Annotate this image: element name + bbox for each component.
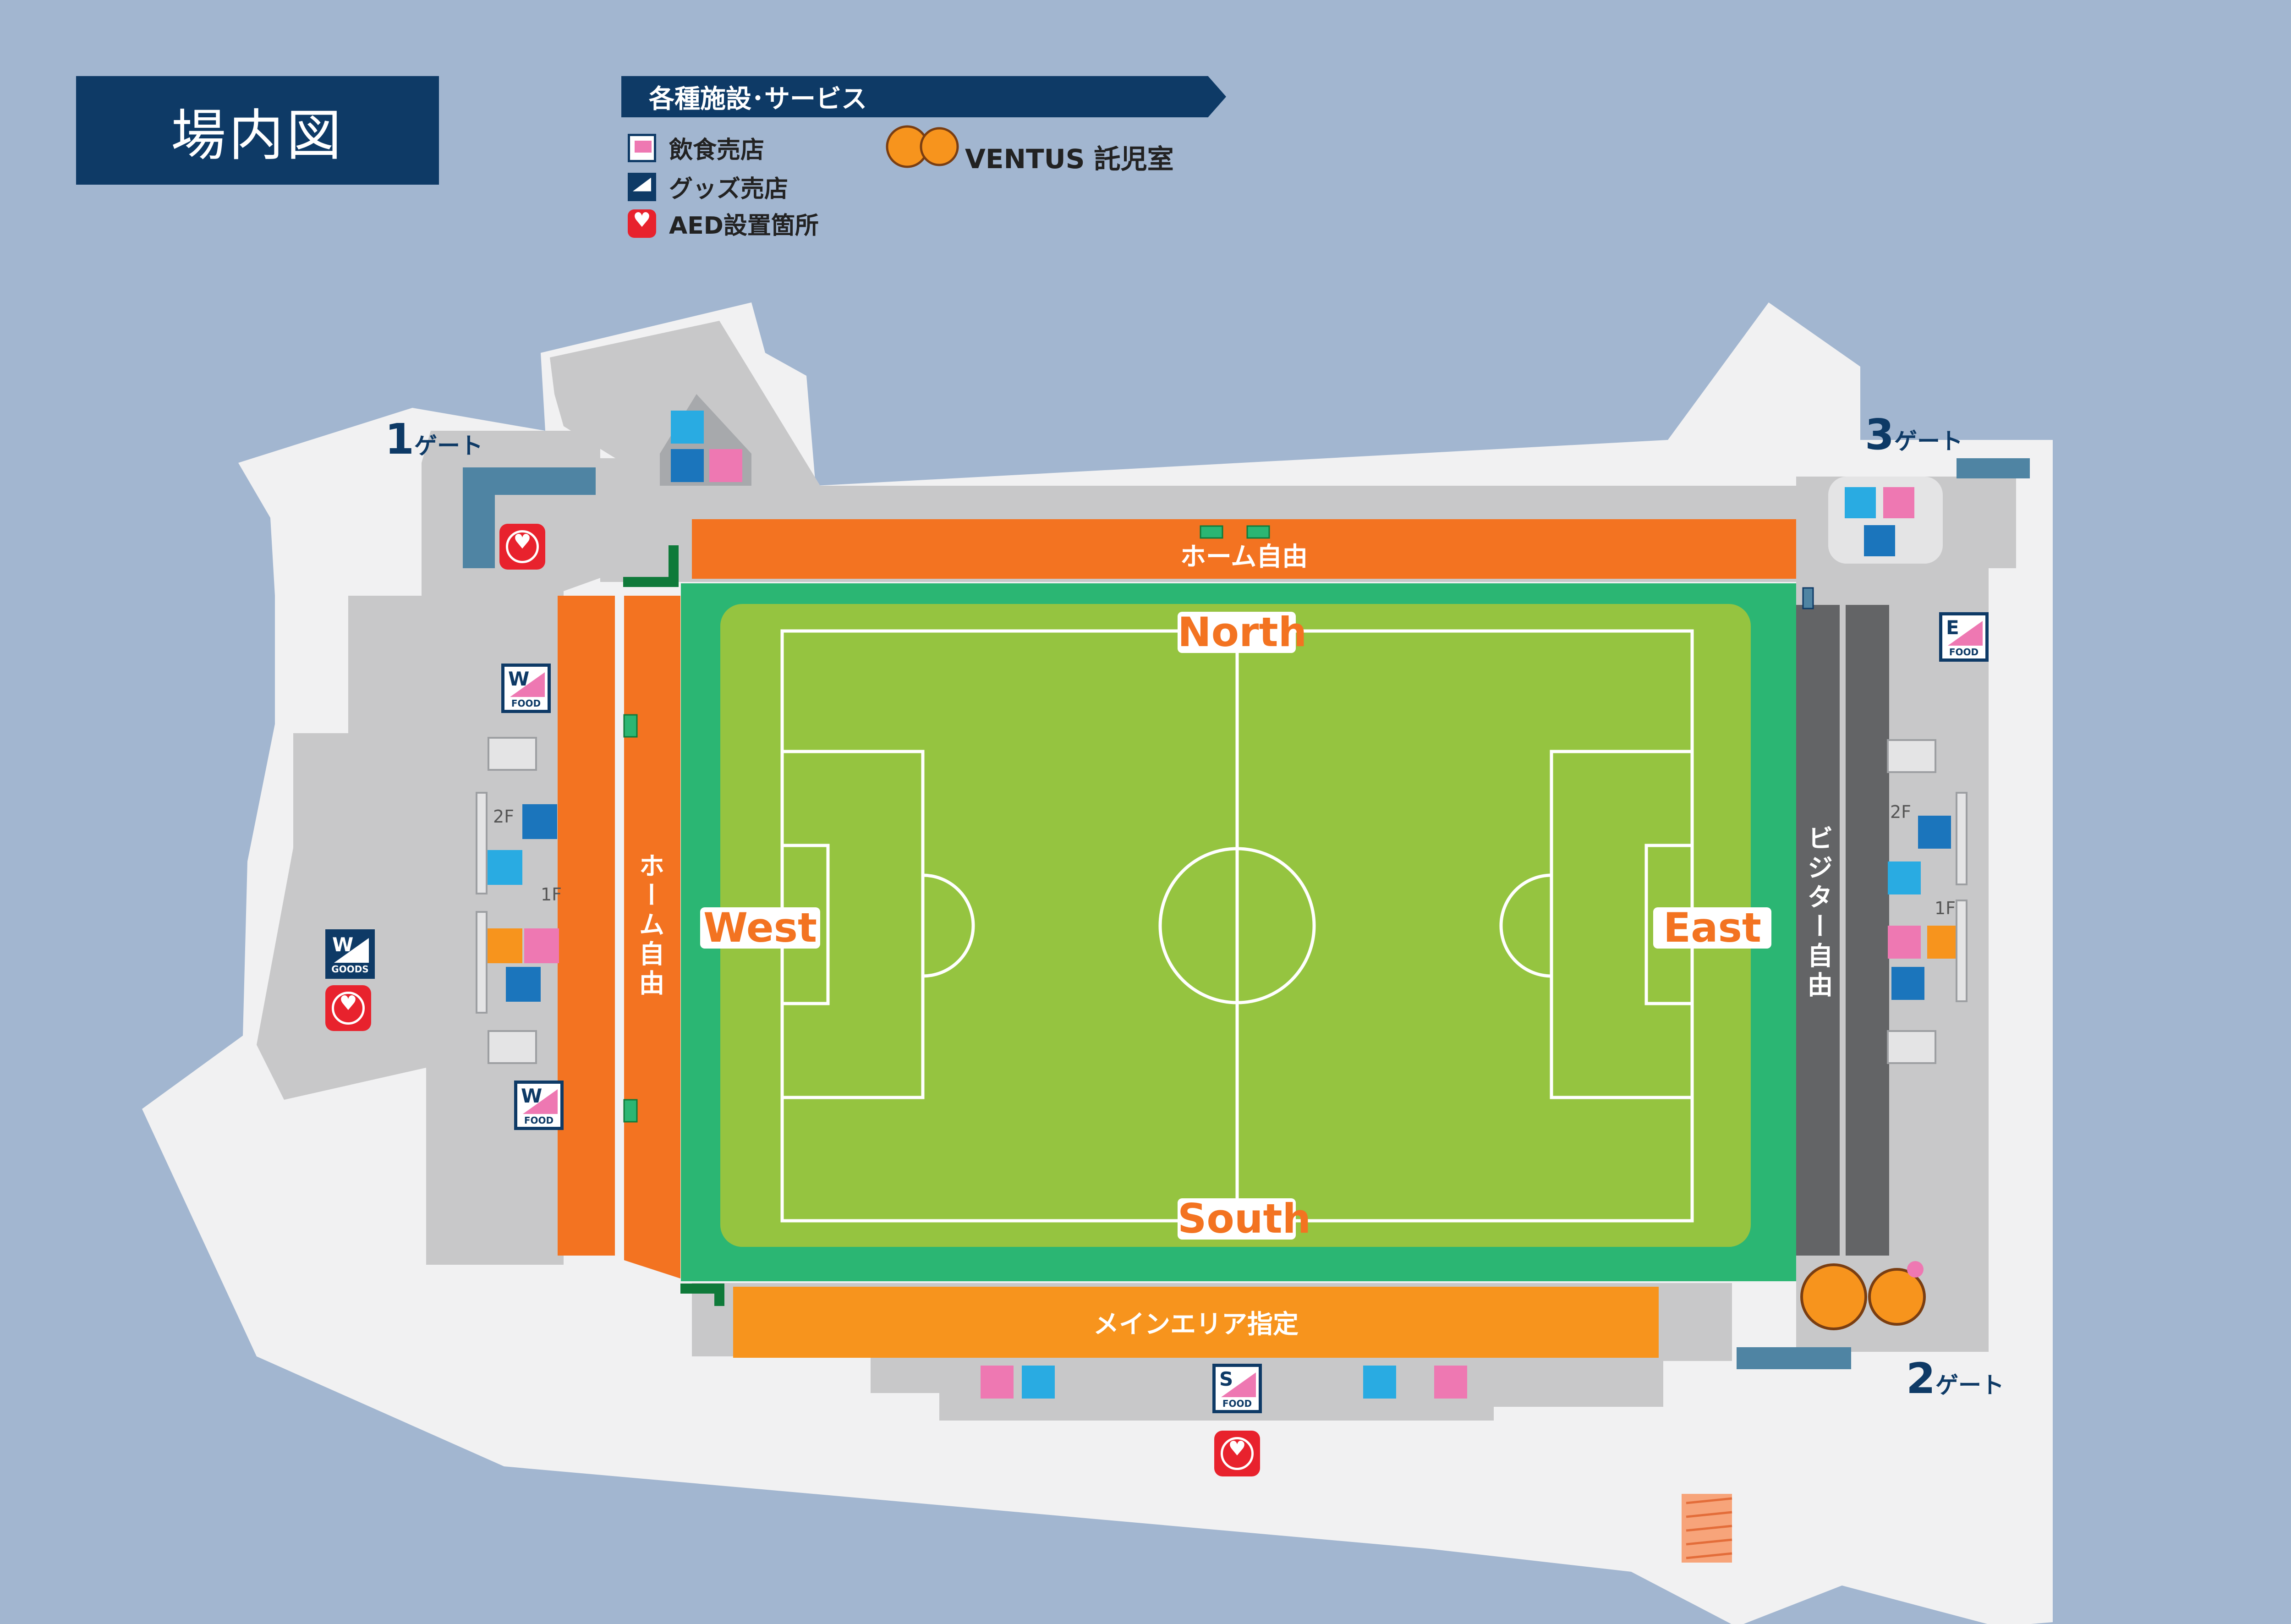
food-stand-icon [628, 133, 656, 162]
west-stand-outer [558, 596, 615, 1256]
gate-3-structure [1957, 458, 2030, 478]
legend-goods: グッズ売店 [628, 170, 788, 204]
aed-icon[interactable] [325, 985, 371, 1031]
wheelchair-zone-n1 [1200, 525, 1223, 539]
floor-label-east-1f: 1F [1935, 898, 1956, 918]
corner-marker-nw [623, 545, 679, 587]
legend-aed: AED設置箇所 [628, 206, 819, 241]
gate-1-suffix: ゲート [414, 433, 483, 459]
legend-nursery: VENTUS 託児室 [965, 137, 1174, 176]
west-concourse [257, 431, 678, 1265]
field-east-label: East [1653, 907, 1771, 949]
legend-food: 飲食売店 [628, 131, 764, 165]
east-stand-inner [1796, 605, 1840, 1256]
kiosk-letter: E [1946, 616, 1959, 639]
north-stand [692, 519, 1796, 579]
legend-goods-label: グッズ売店 [669, 176, 789, 203]
north-concourse [550, 321, 820, 486]
mascot-icon [886, 125, 1926, 1330]
field-north-text: North [1178, 609, 1307, 656]
floor-label-west-1f: 1F [541, 884, 562, 905]
gate-3-number: 3 [1865, 410, 1895, 459]
legend-food-label: 飲食売店 [669, 137, 765, 164]
gate-3-label: 3ゲート [1865, 410, 1963, 459]
kiosk-tag: FOOD [511, 698, 541, 709]
kiosk-letter: S [1219, 1368, 1233, 1390]
field-west-text: West [703, 904, 817, 951]
field-south-text: South [1178, 1195, 1311, 1242]
gate-3-suffix: ゲート [1894, 428, 1963, 455]
food-stand-west-1[interactable]: W FOOD [501, 664, 551, 713]
west-stand-inner [624, 596, 680, 1278]
kiosk-tag: FOOD [1949, 647, 1979, 658]
aed-icon[interactable] [499, 524, 545, 570]
legend-nursery-label: VENTUS 託児室 [965, 143, 1174, 175]
field-east-text: East [1663, 904, 1761, 951]
legend-aed-label: AED設置箇所 [669, 212, 819, 240]
north-stand-label: ホーム自由 [1180, 542, 1308, 572]
south-stand [733, 1287, 1659, 1358]
gate-2-label: 2ゲート [1906, 1354, 2004, 1403]
kiosk-letter: W [521, 1085, 543, 1107]
legend-heading: 各種施設･サービス [621, 76, 1226, 117]
floor-label-east-2f: 2F [1890, 802, 1912, 822]
kiosk-tag: GOODS [331, 964, 369, 975]
page-title: 場内図 [76, 76, 439, 185]
wheelchair-zone-n2 [1246, 525, 1270, 539]
corner-marker-sw [680, 1284, 724, 1306]
food-stand-south[interactable]: S FOOD [1212, 1364, 1262, 1413]
toilet-icons [488, 411, 1960, 1399]
stairs-lines [1686, 1497, 1732, 1559]
gate-2-structure [1737, 1347, 1851, 1369]
kiosk-tag: FOOD [524, 1115, 554, 1126]
kiosk-letter: W [332, 933, 354, 956]
gate-2-suffix: ゲート [1935, 1372, 2005, 1399]
field-south-label: South [1178, 1198, 1311, 1240]
wheelchair-zone-w1 [623, 714, 638, 738]
kiosk-tag: FOOD [1222, 1398, 1252, 1409]
wheelchair-zone-w2 [623, 1099, 638, 1123]
field-north-label: North [1178, 612, 1307, 653]
field-west-label: West [700, 907, 820, 949]
wheelchair-zone-e [1802, 587, 1814, 609]
gate-1-label: 1ゲート [385, 415, 483, 464]
south-stand-label: メインエリア指定 [1093, 1310, 1299, 1339]
floor-label-west-2f: 2F [493, 807, 515, 827]
food-stand-east[interactable]: E FOOD [1939, 612, 1989, 662]
goods-stand-icon [628, 172, 656, 201]
west-stand-label: ホーム自由 [635, 852, 664, 999]
aed-icon [628, 208, 656, 238]
food-stand-west-2[interactable]: W FOOD [514, 1081, 564, 1130]
east-stand-label: ビジター自由 [1803, 825, 1833, 1001]
aed-icon[interactable] [1214, 1431, 1260, 1476]
goods-stand-west[interactable]: W GOODS [325, 929, 375, 979]
kiosk-letter: W [508, 668, 530, 690]
gate-1-number: 1 [385, 415, 415, 464]
east-stand-outer [1846, 605, 1889, 1256]
stair-elevator-blocks [476, 737, 1968, 1064]
gate-1-structure [463, 467, 596, 568]
gate-2-number: 2 [1906, 1354, 1936, 1403]
